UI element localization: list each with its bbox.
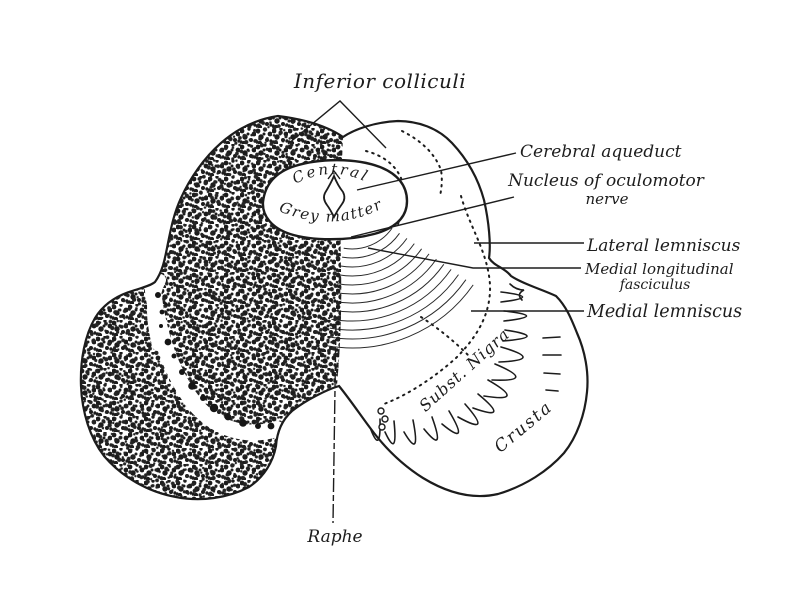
nucleus-oculomotor-label-line2: nerve	[585, 190, 628, 208]
crusta-label: Crusta	[491, 397, 557, 457]
substantia-nigra-dotted-line	[420, 316, 469, 356]
substantia-nigra-label: Subst. Nigra	[415, 324, 513, 415]
lateral-lemniscus-label: Lateral lemniscus	[586, 236, 741, 256]
raphe-leader	[332, 321, 337, 524]
left-substantia-nigra-band	[144, 274, 285, 441]
nucleus-oculomotor-leader	[350, 196, 515, 238]
medial-longitudinal-label-line1: Medial longitudinal	[584, 260, 734, 278]
leader-lines	[287, 100, 584, 524]
tegmentum-fibre-arcs	[326, 227, 474, 349]
medial-longitudinal-label-line2: fasciculus	[619, 277, 691, 293]
medial-lemniscus-label: Medial lemniscus	[586, 302, 742, 322]
central-grey-region: Central Grey matter	[261, 158, 409, 241]
inferior-colliculi-leader	[287, 100, 387, 149]
nucleus-oculomotor-label-line1: Nucleus of oculomotor	[507, 171, 705, 191]
cerebral-aqueduct-leader	[356, 152, 517, 191]
colliculus-dotted-arc	[401, 130, 443, 197]
inferior-colliculi-label: Inferior colliculi	[293, 69, 466, 93]
raphe-label: Raphe	[306, 527, 362, 547]
medial-longitudinal-leader	[367, 247, 581, 269]
substantia-nigra-comb	[370, 283, 562, 445]
section-outer-outline	[79, 114, 589, 501]
cerebral-aqueduct-shape	[323, 173, 346, 220]
nigra-end-rings	[377, 407, 389, 431]
lateral-lemniscus-dotted-line	[383, 195, 492, 405]
labels: Inferior colliculi Cerebral aqueduct Nuc…	[293, 69, 742, 547]
cerebral-aqueduct-label: Cerebral aqueduct	[520, 142, 682, 162]
